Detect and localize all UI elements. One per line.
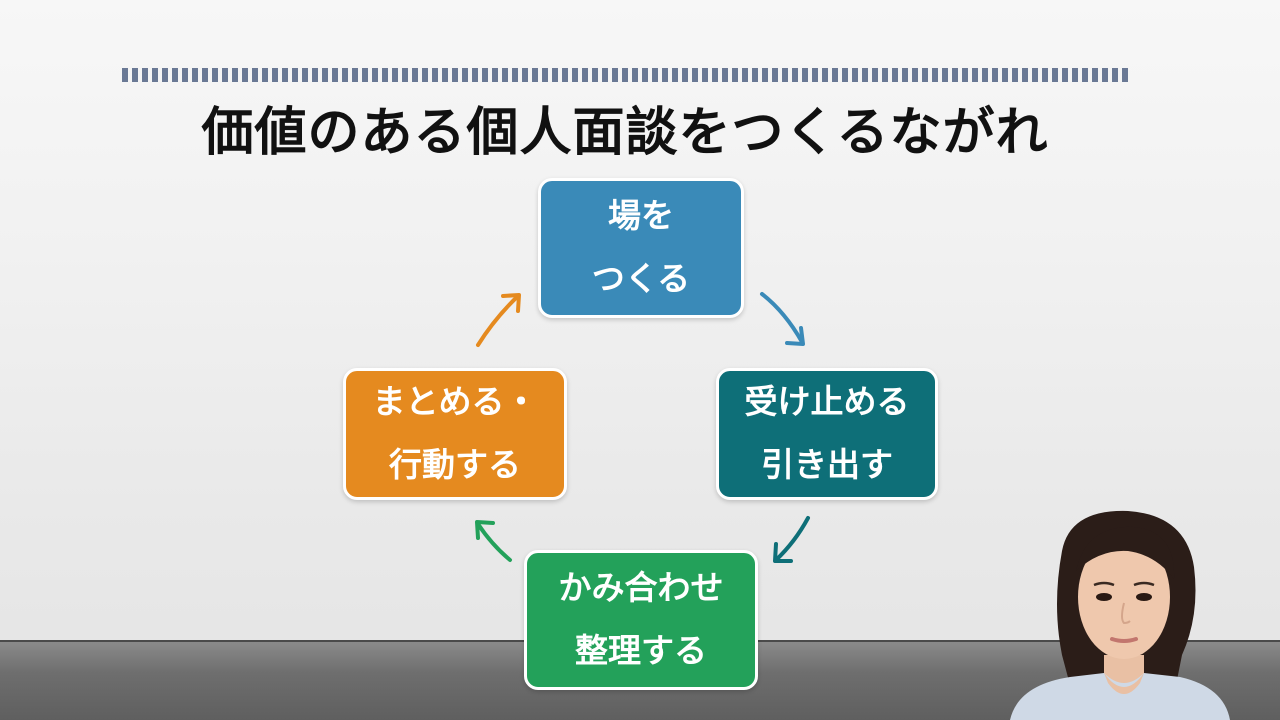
step-receive-draw-out-line1: 受け止める <box>744 382 910 422</box>
arrow-bottom-to-left <box>476 522 512 562</box>
title-stripe <box>122 68 1128 82</box>
step-receive-draw-out: 受け止める 引き出す <box>716 368 938 500</box>
arrowhead-left-to-top <box>501 293 521 313</box>
step-create-space-line2: つくる <box>591 259 691 298</box>
arrowhead-bottom-to-left <box>475 520 495 540</box>
slide-title: 価値のある個人面談をつくるながれ <box>201 103 1049 163</box>
step-summarize-act: まとめる・ 行動する <box>343 368 567 500</box>
step-create-space-line1: 場を <box>608 196 674 236</box>
step-align-organize-line2: 整理する <box>575 631 707 670</box>
step-summarize-act-line2: 行動する <box>389 445 521 484</box>
step-create-space: 場を つくる <box>538 178 744 318</box>
arrowhead-top-to-right <box>785 326 805 346</box>
presenter-video <box>1010 510 1230 720</box>
arrow-right-to-bottom <box>774 516 810 562</box>
arrow-left-to-top <box>476 294 520 347</box>
arrow-top-to-right <box>760 292 804 344</box>
step-align-organize-line1: かみ合わせ <box>558 568 724 608</box>
step-align-organize: かみ合わせ 整理する <box>524 550 758 690</box>
step-summarize-act-line1: まとめる・ <box>372 382 538 422</box>
step-receive-draw-out-line2: 引き出す <box>761 445 893 484</box>
arrowhead-right-to-bottom <box>773 542 793 563</box>
